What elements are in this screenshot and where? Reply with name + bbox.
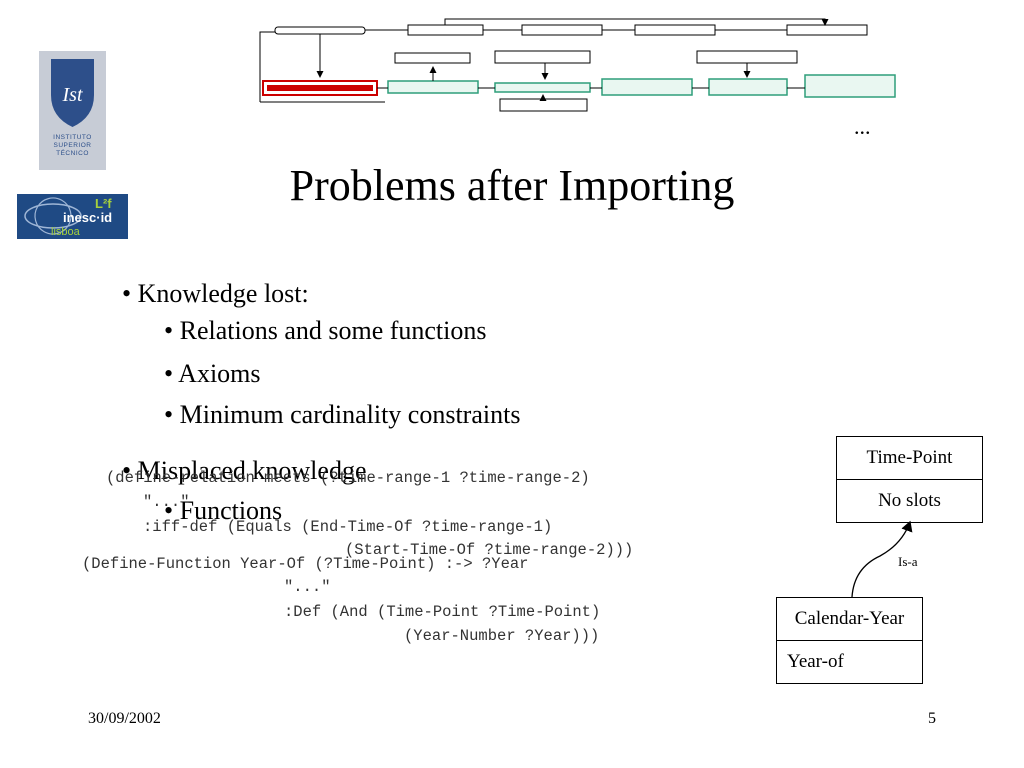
uml-class-slots: Year-of — [777, 640, 922, 683]
bullet-cardinality: • Minimum cardinality constraints — [164, 400, 521, 429]
bullet-axioms: • Axioms — [164, 359, 261, 388]
uml-class-time-point: Time-Point No slots — [836, 436, 983, 523]
page-number: 5 — [928, 710, 936, 727]
uml-class-name: Calendar-Year — [794, 608, 905, 629]
ist-logo-line-2: SUPERIOR — [54, 142, 92, 149]
bullet-relations: • Relations and some functions — [164, 316, 487, 345]
code-line-4: (Start-Time-Of ?time-range-2))) — [345, 541, 634, 559]
code-line-8: (Year-Number ?Year))) — [404, 627, 600, 645]
inesc-id-logo: L²f inesc·id lisboa — [17, 194, 128, 239]
bullet-knowledge-lost: • Knowledge lost: — [122, 279, 309, 308]
ist-logo-line-3: TÉCNICO — [56, 148, 89, 157]
uml-class-slots: No slots — [837, 479, 982, 522]
footer-date: 30/09/2002 — [88, 710, 161, 727]
code-line-6: "..." — [284, 578, 331, 596]
bullet-misplaced: • Misplaced knowledge — [122, 456, 367, 485]
svg-text:Ist: Ist — [62, 84, 83, 106]
code-line-7: :Def (And (Time-Point ?Time-Point) — [284, 603, 601, 621]
code-line-1: (define-relation meets (?time-range-1 ?t… — [106, 469, 590, 487]
code-line-3: :iff-def (Equals (End-Time-Of ?time-rang… — [143, 518, 553, 536]
svg-text:lisboa: lisboa — [51, 226, 81, 238]
uml-class-calendar-year: Calendar-Year Year-of — [776, 597, 923, 684]
diagram-ellipsis: ... — [854, 114, 871, 139]
process-flow-diagram — [255, 15, 905, 120]
ist-logo: Ist INSTITUTO SUPERIOR TÉCNICO — [39, 51, 106, 170]
bullet-functions: • Functions — [164, 496, 283, 525]
isa-arrow — [851, 520, 913, 598]
code-line-5: (Define-Function Year-Of (?Time-Point) :… — [82, 555, 529, 573]
svg-text:L²f: L²f — [95, 196, 112, 211]
uml-class-name: Time-Point — [866, 447, 953, 468]
code-line-2: "..." — [143, 493, 190, 511]
ist-logo-line-1: INSTITUTO — [53, 134, 92, 141]
isa-label: Is-a — [898, 554, 918, 569]
svg-text:inesc·id: inesc·id — [63, 210, 112, 225]
slide-title: Problems after Importing — [289, 161, 735, 210]
